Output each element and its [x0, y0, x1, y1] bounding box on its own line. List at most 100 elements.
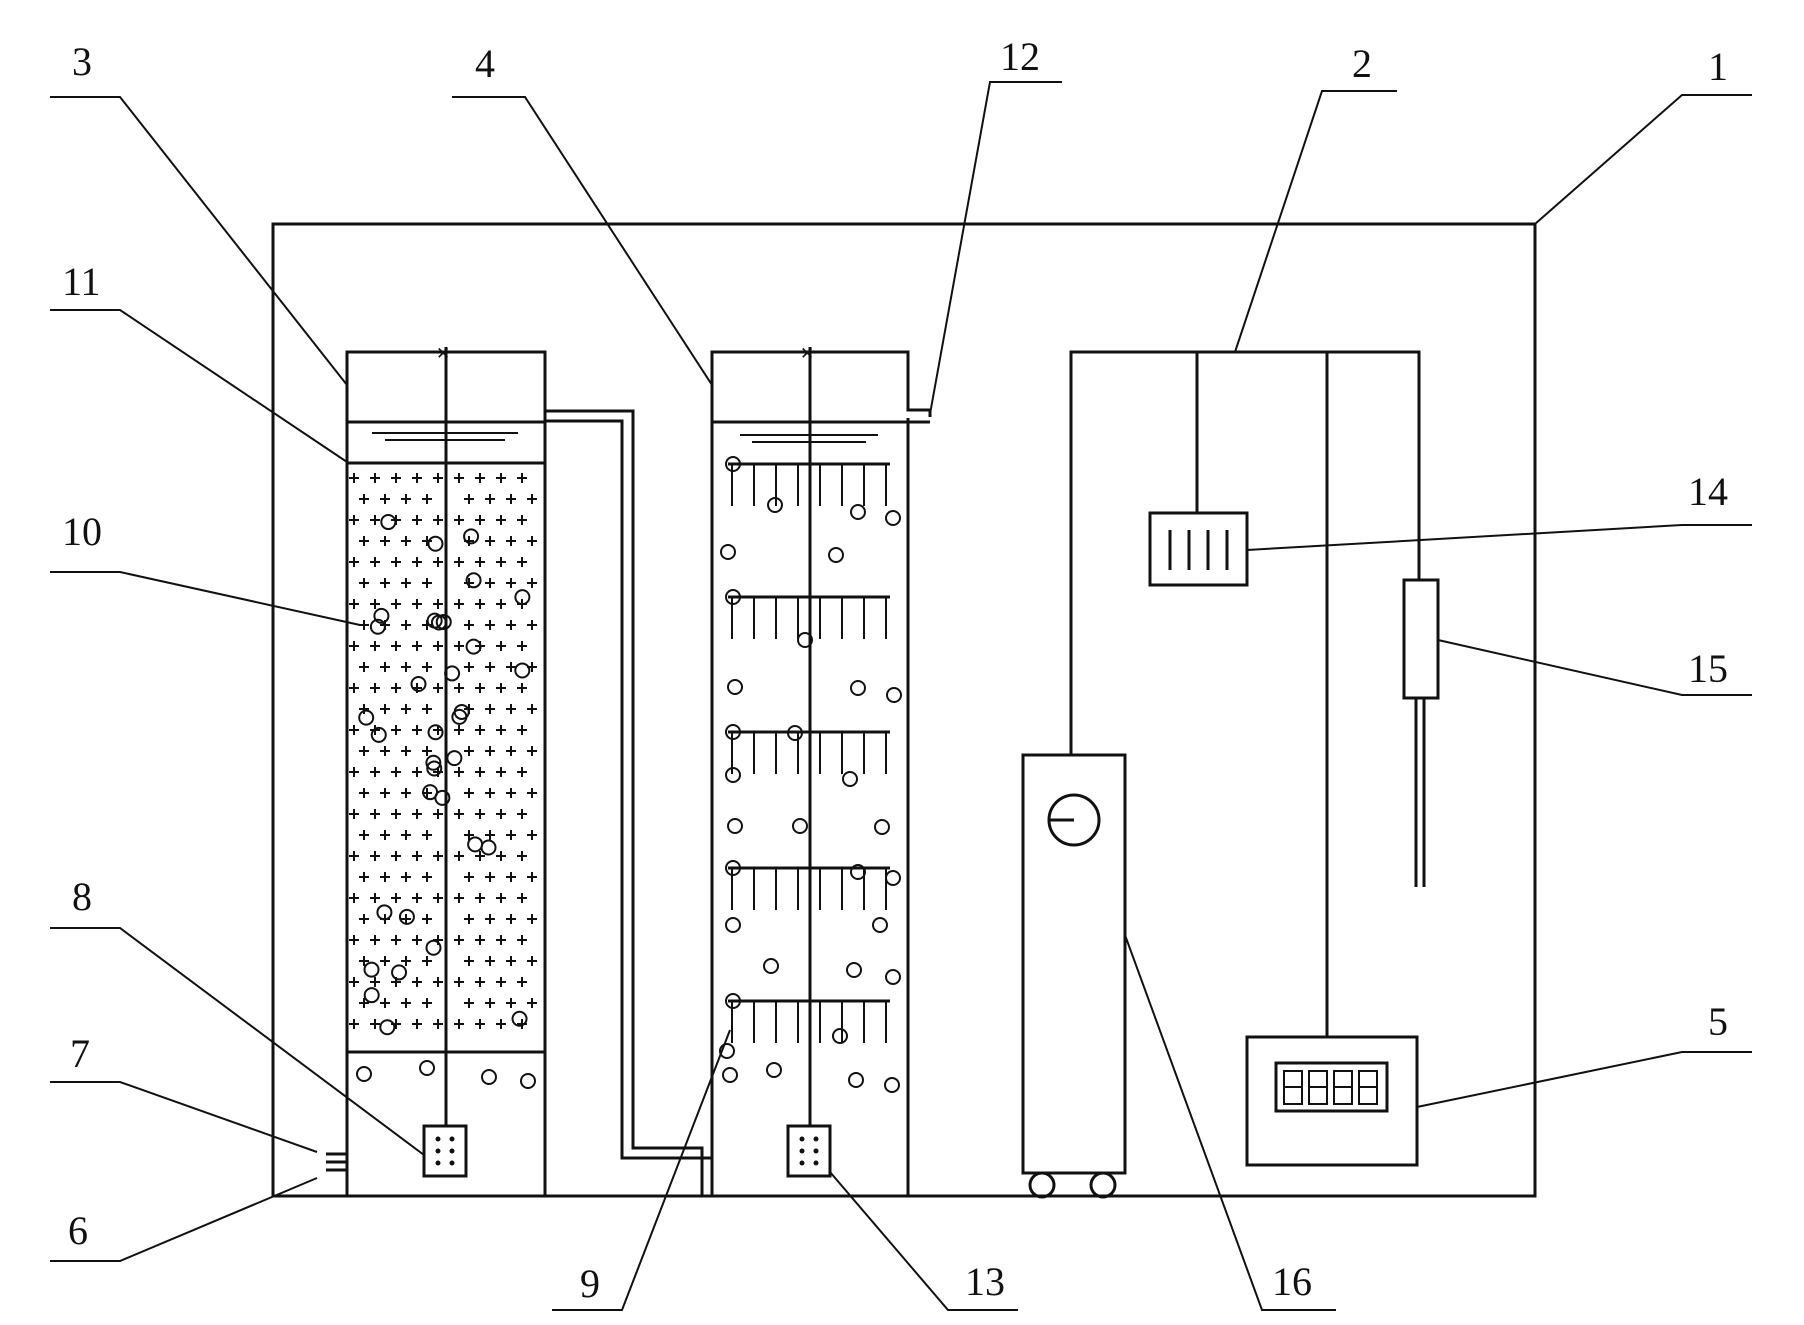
bubble — [465, 638, 482, 655]
bubble — [763, 958, 779, 974]
bubble — [430, 614, 447, 631]
enclosure-1 — [271, 222, 1537, 1198]
bubble — [886, 687, 902, 703]
label-11: 11 — [62, 259, 101, 304]
bubble — [722, 1067, 738, 1083]
label-5: 5 — [1708, 999, 1728, 1044]
packing-media-10 — [349, 473, 537, 1089]
bubble — [850, 864, 866, 880]
aerator-hole — [799, 1136, 805, 1142]
bubble — [514, 589, 531, 606]
ports-6-7 — [326, 1152, 347, 1172]
bubble — [884, 1077, 900, 1093]
bubble — [427, 535, 444, 552]
wiring-2 — [1069, 350, 1421, 1037]
label-3: 3 — [72, 39, 92, 84]
bubble — [719, 1043, 735, 1059]
bubble — [727, 679, 743, 695]
bubble — [725, 993, 741, 1009]
bubble — [725, 724, 741, 740]
aerator-hole — [813, 1160, 819, 1166]
trays-9 — [719, 456, 902, 1093]
aerator-hole — [435, 1136, 441, 1142]
bubble — [446, 750, 463, 767]
heater-14 — [1148, 511, 1249, 587]
bubble — [842, 771, 858, 787]
label-2: 2 — [1352, 41, 1372, 86]
bubble — [356, 1066, 372, 1082]
bubble — [444, 665, 461, 682]
label-12: 12 — [1000, 34, 1040, 79]
bubble — [725, 917, 741, 933]
aerator-hole — [449, 1160, 455, 1166]
aerator-8 — [422, 1124, 468, 1178]
bubble — [725, 767, 741, 783]
aerator-hole — [449, 1136, 455, 1142]
bubble — [511, 1010, 528, 1027]
bubble — [720, 544, 736, 560]
label-4: 4 — [475, 41, 495, 86]
bubble — [766, 1062, 782, 1078]
label-15: 15 — [1688, 646, 1728, 691]
label-8: 8 — [72, 874, 92, 919]
label-6: 6 — [68, 1208, 88, 1253]
aerator-hole — [813, 1148, 819, 1154]
aerator-hole — [435, 1160, 441, 1166]
svg-text:✕: ✕ — [436, 344, 450, 364]
label-9: 9 — [580, 1261, 600, 1306]
bubble — [425, 939, 442, 956]
bubble — [369, 618, 386, 635]
bubble — [380, 514, 397, 531]
bubble — [363, 961, 380, 978]
bubble — [727, 818, 743, 834]
bubble — [373, 607, 390, 624]
bubble — [363, 987, 380, 1004]
bubble — [514, 662, 531, 679]
bubble — [520, 1073, 536, 1089]
aerator-hole — [799, 1160, 805, 1166]
bubble — [480, 839, 497, 856]
bubble — [463, 528, 480, 545]
bubble — [391, 964, 408, 981]
bubble — [422, 784, 439, 801]
bubble — [370, 726, 387, 743]
bubble — [885, 870, 901, 886]
column-3: ✕ — [345, 344, 547, 1196]
aerator-13 — [786, 1124, 832, 1178]
bubble — [358, 709, 375, 726]
bubble — [419, 1060, 435, 1076]
aerator-hole — [449, 1148, 455, 1154]
bubble — [848, 1072, 864, 1088]
bubble — [725, 589, 741, 605]
label-16: 16 — [1272, 1259, 1312, 1304]
controller-5 — [1245, 1035, 1419, 1167]
digit-display — [1283, 1070, 1378, 1105]
bubble — [379, 1019, 396, 1036]
bubble — [427, 724, 444, 741]
bubble — [832, 1028, 848, 1044]
bubble — [767, 497, 783, 513]
bubble — [850, 680, 866, 696]
pump-cabinet-16 — [1021, 753, 1127, 1199]
bubble — [872, 917, 888, 933]
bubble — [828, 547, 844, 563]
bubble — [850, 504, 866, 520]
bubble — [467, 836, 484, 853]
svg-text:✕: ✕ — [800, 344, 814, 364]
connecting-pipe — [543, 405, 714, 1196]
label-14: 14 — [1688, 469, 1728, 514]
bubble — [797, 632, 813, 648]
bubble — [885, 510, 901, 526]
bubble — [398, 908, 415, 925]
bubble — [376, 904, 393, 921]
bubble — [410, 676, 427, 693]
bubble — [846, 962, 862, 978]
bubble — [787, 725, 803, 741]
label-1: 1 — [1708, 44, 1728, 89]
bubble — [725, 456, 741, 472]
label-13: 13 — [965, 1259, 1005, 1304]
label-10: 10 — [62, 509, 102, 554]
aerator-hole — [799, 1148, 805, 1154]
